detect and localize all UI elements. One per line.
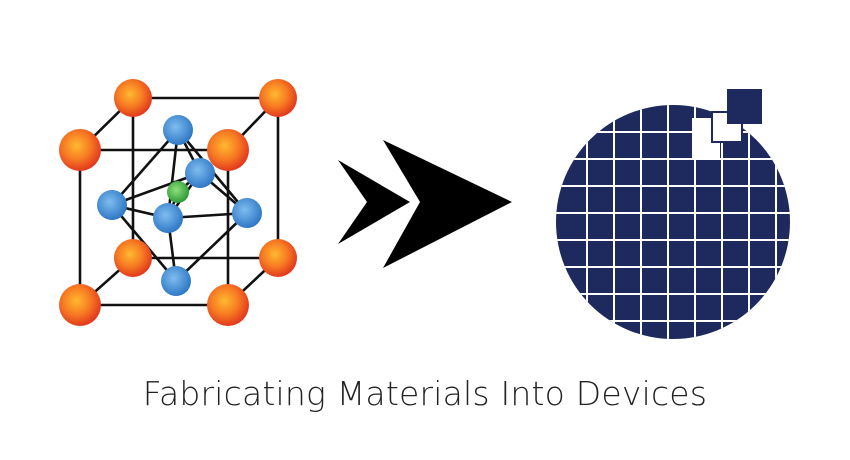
corner-atom (59, 284, 101, 326)
silicon-wafer-icon (556, 89, 790, 339)
large-chevron (383, 140, 512, 268)
crystal-lattice-icon (59, 79, 297, 326)
corner-atom (207, 129, 249, 171)
diagram-caption: Fabricating Materials Into Devices (142, 374, 708, 413)
small-chevron (338, 160, 410, 244)
extracted-die (727, 89, 762, 124)
corner-atom (114, 79, 152, 117)
face-atom (185, 158, 215, 188)
double-chevron-arrow-icon (338, 140, 512, 268)
wafer-disc (556, 105, 790, 339)
corner-atom (259, 239, 297, 277)
corner-atom (259, 79, 297, 117)
face-atom (161, 266, 191, 296)
face-atom (163, 115, 193, 145)
face-atom (232, 198, 262, 228)
face-atom (97, 190, 127, 220)
corner-atom (59, 129, 101, 171)
face-atom (153, 203, 183, 233)
corner-atom (207, 284, 249, 326)
center-atom (167, 181, 189, 203)
corner-atom (114, 239, 152, 277)
